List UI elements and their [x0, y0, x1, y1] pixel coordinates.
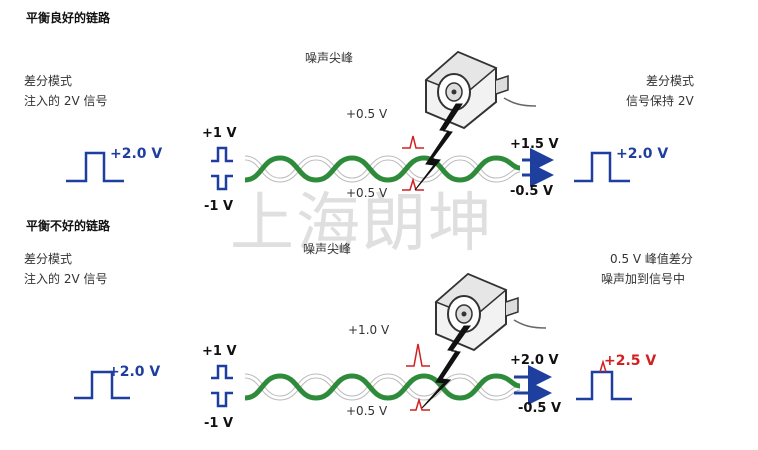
pos-input-bad: +1 V	[202, 344, 237, 359]
twisted-pair-cable-bad	[244, 373, 521, 401]
watermark: 上海朗坤	[230, 187, 494, 261]
motor-icon	[424, 50, 537, 130]
output-pulse-good	[574, 151, 630, 183]
twisted-pair-cable-good	[244, 155, 521, 183]
noise-bottom-good: +0.5 V	[346, 186, 388, 200]
left-note-bad-2: 注入的 2V 信号	[24, 272, 108, 286]
noise-label-bad: 噪声尖峰	[303, 242, 352, 256]
output-pos-good: +1.5 V	[510, 137, 559, 152]
input-pulse-bad	[74, 370, 130, 400]
pos-pulse-bad	[211, 364, 233, 380]
left-note-good-2: 注入的 2V 信号	[24, 94, 108, 108]
neg-pulse-good	[211, 174, 233, 191]
noise-bottom-bad: +0.5 V	[346, 404, 388, 418]
pos-pulse-good	[211, 146, 233, 163]
left-note-bad-1: 差分模式	[24, 252, 73, 266]
pos-input-good: +1 V	[202, 126, 237, 141]
output-pos-bad: +2.0 V	[510, 353, 559, 368]
input-amplitude-bad: +2.0 V	[108, 364, 161, 380]
noise-top-good: +0.5 V	[346, 107, 388, 121]
input-amplitude-good: +2.0 V	[110, 146, 163, 162]
heading-bad-link: 平衡不好的链路	[26, 219, 111, 233]
noise-spike-bottom-good	[402, 177, 424, 191]
lightning-bolt-icon	[421, 325, 471, 409]
neg-input-bad: -1 V	[204, 416, 234, 431]
right-note-bad-1: 0.5 V 峰值差分	[610, 252, 693, 266]
lightning-bolt-icon	[414, 103, 463, 191]
noise-top-bad: +1.0 V	[348, 323, 390, 337]
right-note-good-2: 信号保持 2V	[626, 94, 694, 108]
output-pulse-bad	[576, 370, 632, 401]
noise-spike-bottom-bad	[410, 397, 430, 411]
output-noise-tip-bad	[599, 359, 607, 373]
neg-pulse-bad	[211, 391, 233, 408]
noise-spike-top-bad	[406, 343, 430, 367]
output-neg-bad: -0.5 V	[518, 401, 562, 416]
output-amplitude-bad: +2.5 V	[604, 353, 657, 369]
noise-label-good: 噪声尖峰	[305, 51, 354, 65]
heading-good-link: 平衡良好的链路	[26, 11, 111, 25]
neg-input-good: -1 V	[204, 199, 234, 214]
right-note-good-1: 差分模式	[646, 74, 695, 88]
output-amplitude-good: +2.0 V	[616, 146, 669, 162]
right-note-bad-2: 噪声加到信号中	[601, 272, 686, 286]
noise-spike-top-good	[402, 135, 424, 149]
output-neg-good: -0.5 V	[510, 184, 554, 199]
motor-icon	[434, 272, 547, 352]
input-pulse-good	[66, 151, 124, 183]
left-note-good-1: 差分模式	[24, 74, 73, 88]
